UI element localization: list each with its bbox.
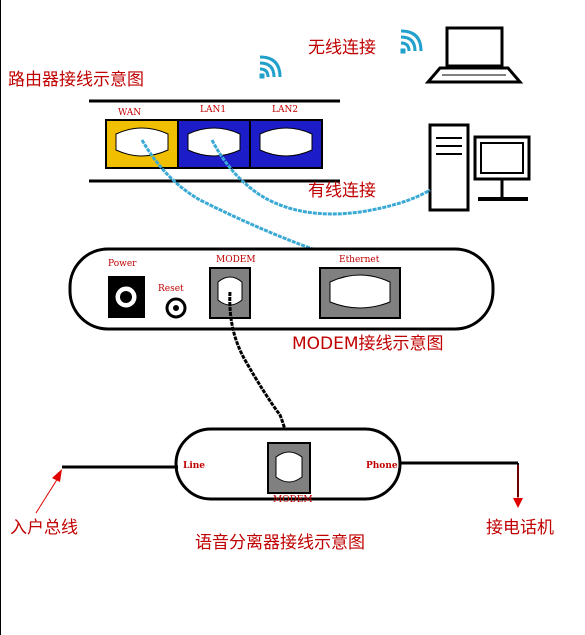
incoming-line-label: 入户总线 [10, 518, 78, 538]
splitter-modem-port [267, 442, 311, 494]
incoming-line-arrow [35, 469, 62, 514]
modem-power-label: Power [108, 259, 137, 269]
modem-reset-label: Reset [158, 284, 184, 294]
splitter-diagram-title: 语音分离器接线示意图 [195, 533, 365, 553]
router-port-lan2 [249, 119, 323, 169]
modem-diagram-title: MODEM接线示意图 [292, 334, 444, 354]
router-port-label-lan2: LAN2 [272, 105, 299, 115]
router-diagram-title: 路由器接线示意图 [8, 70, 144, 90]
wired-connection-label: 有线连接 [308, 181, 376, 201]
splitter-phone-label: Phone [366, 461, 398, 471]
router-port-wan [105, 119, 179, 169]
modem-ethernet-port [319, 267, 401, 319]
wireless-connection-label: 无线连接 [308, 38, 376, 58]
modem-power-port [108, 276, 145, 318]
router-port-label-lan1: LAN1 [200, 105, 227, 115]
modem-modem-port-label: MODEM [216, 255, 256, 265]
laptop-icon [424, 26, 524, 84]
wifi-icon-laptop [400, 29, 423, 54]
desktop-computer-icon [428, 123, 531, 212]
router-port-lan1 [177, 119, 251, 169]
left-border-line [0, 0, 1, 635]
modem-ethernet-label: Ethernet [339, 255, 380, 265]
splitter-line-label: Line [183, 461, 206, 471]
phone-arrow [513, 465, 523, 508]
wan-cable-to-modem-ethernet [140, 139, 362, 286]
router-port-label-wan: WAN [118, 108, 142, 118]
wifi-icon-router [259, 55, 282, 79]
splitter-modem-label: MODEM [273, 495, 313, 505]
to-phone-label: 接电话机 [486, 518, 554, 538]
modem-reset-button [165, 297, 187, 319]
wired-cable-lan1-to-pc [210, 139, 431, 216]
modem-line-port [209, 267, 251, 319]
